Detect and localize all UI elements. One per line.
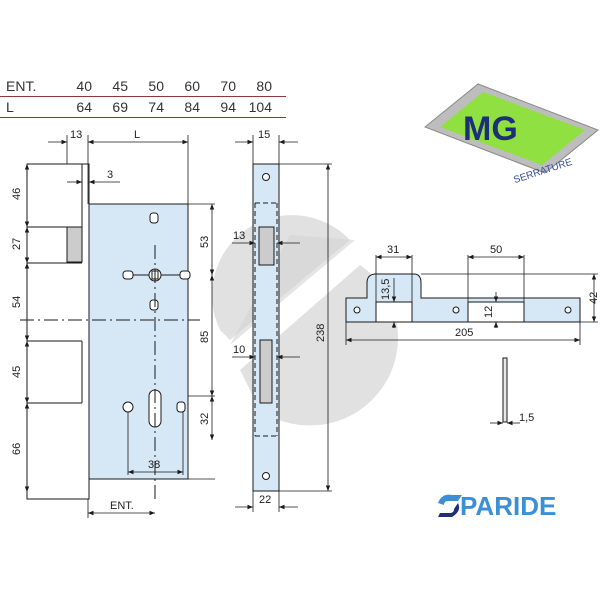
svg-text:54: 54 [11,296,23,308]
svg-text:15: 15 [258,129,270,141]
cell: 80 [256,78,272,94]
cell: 40 [76,78,92,94]
svg-text:53: 53 [199,236,211,248]
cell: 94 [220,99,236,115]
cell: 64 [76,99,92,115]
row-label: L [6,99,14,115]
cell: 84 [184,99,200,115]
paride-logo: PARIDE [438,491,556,521]
svg-text:85: 85 [199,331,211,343]
svg-text:13,5: 13,5 [380,279,392,300]
svg-text:13: 13 [233,230,245,242]
cell: 74 [148,99,164,115]
table-row-ent: ENT. 40 45 50 60 70 80 [0,76,286,97]
strike-plate-dimensions [345,254,598,426]
cell: 70 [220,78,236,94]
svg-text:10: 10 [233,344,245,356]
cell: 69 [112,99,128,115]
svg-text:22: 22 [259,494,271,506]
faceplate-dimension-labels: 15 13 10 238 22 [233,129,327,506]
svg-text:31: 31 [387,244,399,256]
svg-text:ENT.: ENT. [110,500,134,512]
paride-text: PARIDE [460,491,556,521]
lock-body-dimensions [24,135,215,518]
svg-text:46: 46 [11,188,23,200]
mg-letters: MG [463,110,518,148]
svg-text:66: 66 [11,443,23,455]
row-label: ENT. [6,78,37,94]
svg-text:3: 3 [107,169,113,181]
svg-text:1,5: 1,5 [519,412,534,424]
mg-serrature-logo: MG SERRATURE [424,83,599,186]
svg-text:45: 45 [11,366,23,378]
svg-text:12: 12 [483,306,495,318]
dimension-table: ENT. 40 45 50 60 70 80 L 64 69 74 84 94 … [0,76,286,118]
svg-text:13: 13 [70,129,82,141]
faceplate-side-view [252,163,280,492]
lock-body-front [20,163,200,500]
svg-text:38: 38 [148,459,160,471]
svg-text:42: 42 [588,292,600,304]
faceplate-dimensions [232,135,332,512]
cell: 60 [184,78,200,94]
cell: 104 [248,99,272,115]
svg-text:32: 32 [199,413,211,425]
svg-text:50: 50 [490,244,502,256]
svg-text:238: 238 [315,324,327,342]
strike-plate-dimension-labels: 31 50 42 13,5 12 205 1,5 [380,244,600,424]
svg-text:205: 205 [455,327,473,339]
table-row-l: L 64 69 74 84 94 104 [0,97,286,118]
svg-text:27: 27 [11,238,23,250]
svg-text:L: L [134,129,140,141]
cell: 45 [112,78,128,94]
lock-body-dimension-labels: 13 L 3 46 27 54 45 66 53 85 32 38 ENT. [11,129,211,512]
cell: 50 [148,78,164,94]
